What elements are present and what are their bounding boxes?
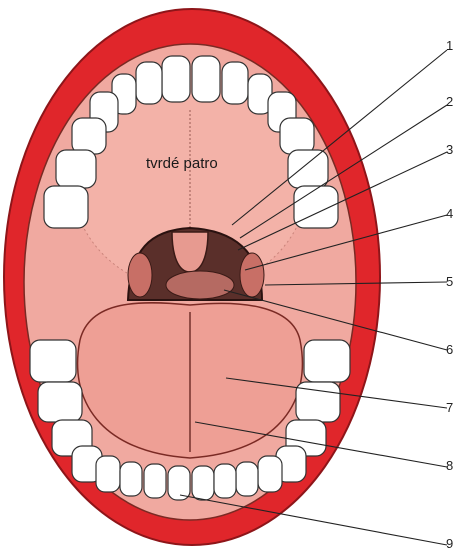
tooth: [144, 464, 166, 498]
callout-8: 8: [446, 458, 453, 473]
callout-2: 2: [446, 94, 453, 109]
tooth: [304, 340, 350, 382]
callout-7: 7: [446, 400, 453, 415]
tooth: [214, 464, 236, 498]
tooth: [120, 462, 142, 496]
left-tonsil: [128, 253, 152, 297]
callout-1: 1: [446, 38, 453, 53]
tooth: [96, 456, 120, 492]
tooth: [30, 340, 76, 382]
tooth: [44, 186, 88, 228]
callout-5: 5: [446, 274, 453, 289]
callout-3: 3: [446, 142, 453, 157]
callout-9: 9: [446, 536, 453, 551]
callout-4: 4: [446, 206, 453, 221]
tooth: [288, 150, 328, 188]
palate-label: tvrdé patro: [146, 155, 218, 172]
tooth: [192, 466, 214, 500]
tooth: [222, 62, 248, 104]
right-tonsil: [240, 253, 264, 297]
tooth: [72, 118, 106, 154]
tooth: [56, 150, 96, 188]
tooth: [162, 56, 190, 102]
tooth: [236, 462, 258, 496]
tooth: [280, 118, 314, 154]
tooth: [258, 456, 282, 492]
tooth: [294, 186, 338, 228]
pharynx-wall: [166, 271, 234, 299]
tooth: [38, 382, 82, 422]
callout-6: 6: [446, 342, 453, 357]
tooth: [168, 466, 190, 500]
tooth: [136, 62, 162, 104]
tooth: [192, 56, 220, 102]
